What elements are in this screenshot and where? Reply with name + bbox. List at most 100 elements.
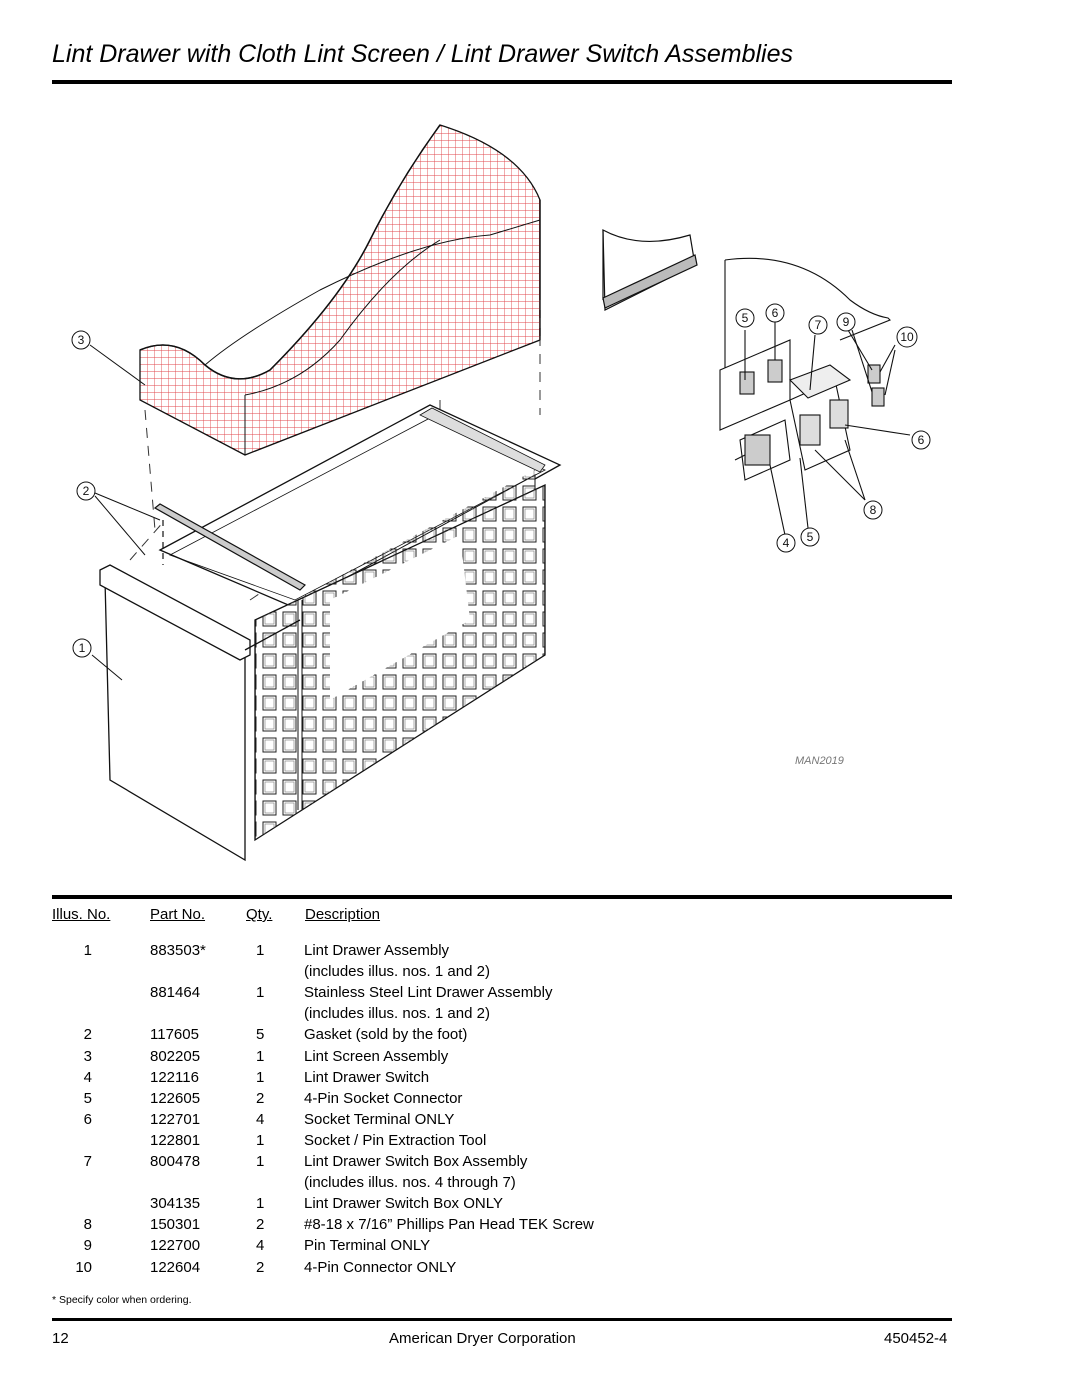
table-row: (includes illus. nos. 4 through 7) xyxy=(52,1174,952,1195)
cell-qty: 5 xyxy=(256,1026,265,1044)
callout-6b: 6 xyxy=(911,430,931,450)
svg-text:1: 1 xyxy=(79,641,86,655)
svg-text:5: 5 xyxy=(742,311,749,325)
cell-part: 150301 xyxy=(150,1216,201,1234)
cell-desc: 4-Pin Socket Connector xyxy=(304,1089,463,1107)
cell-desc: (includes illus. nos. 1 and 2) xyxy=(304,963,490,981)
cell-desc: Lint Screen Assembly xyxy=(304,1047,449,1065)
cell-desc: Socket Terminal ONLY xyxy=(304,1110,455,1128)
cell-part: 122701 xyxy=(150,1110,201,1128)
cell-illus: 4 xyxy=(83,1068,92,1086)
switch-box-assembly xyxy=(719,257,911,536)
table-row: 10 122604 2 4-Pin Connector ONLY xyxy=(52,1259,952,1280)
cell-illus: 2 xyxy=(83,1026,92,1044)
cell-desc: Pin Terminal ONLY xyxy=(304,1237,431,1255)
cell-qty: 1 xyxy=(256,1153,265,1170)
cell-qty: 1 xyxy=(256,984,265,1002)
callout-markers: 1 2 3 5 6 7 9 10 6 8 4 5 xyxy=(71,303,931,658)
drawing-id: MAN2019 xyxy=(795,755,844,767)
svg-text:2: 2 xyxy=(83,484,90,498)
svg-text:9: 9 xyxy=(843,315,850,329)
cell-desc: Lint Drawer Switch xyxy=(304,1068,430,1086)
cell-part: 122116 xyxy=(150,1068,199,1086)
cell-part: 881464 xyxy=(150,984,201,1002)
cell-part: 122604 xyxy=(150,1258,201,1276)
cell-qty: 2 xyxy=(256,1089,265,1107)
footnote: * Specify color when ordering. xyxy=(52,1294,192,1306)
cell-part: 122605 xyxy=(150,1089,201,1107)
svg-text:5: 5 xyxy=(807,530,814,544)
cell-desc: Socket / Pin Extraction Tool xyxy=(304,1131,487,1149)
callout-8: 8 xyxy=(863,500,883,520)
cell-part: 117605 xyxy=(150,1026,199,1044)
cell-qty: 1 xyxy=(256,1068,265,1086)
cell-part: 304135 xyxy=(150,1195,201,1213)
cell-desc: 4-Pin Connector ONLY xyxy=(304,1258,457,1276)
cell-desc: (includes illus. nos. 1 and 2) xyxy=(304,1005,490,1023)
cell-part: 122801 xyxy=(150,1131,201,1149)
cell-desc: Lint Drawer Switch Box Assembly xyxy=(304,1153,528,1170)
table-row: 1 883503* 1 Lint Drawer Assembly xyxy=(52,942,952,963)
table-row: (includes illus. nos. 1 and 2) xyxy=(52,963,952,984)
callout-7: 7 xyxy=(808,315,828,335)
svg-text:6: 6 xyxy=(772,306,779,320)
table-row: (includes illus. nos. 1 and 2) xyxy=(52,1005,952,1026)
cell-part: 802205 xyxy=(150,1047,201,1065)
callout-10: 10 xyxy=(896,326,918,348)
table-rule xyxy=(52,895,952,899)
header-desc: Description xyxy=(305,906,381,923)
table-row: 7 800478 1 Lint Drawer Switch Box Assembly xyxy=(52,1153,952,1174)
cell-qty: 1 xyxy=(256,1047,265,1065)
table-row: 3 802205 1 Lint Screen Assembly xyxy=(52,1048,952,1069)
cell-desc: Lint Drawer Assembly xyxy=(304,942,450,959)
table-row: 5 122605 2 4-Pin Socket Connector xyxy=(52,1090,952,1111)
cell-part: 122700 xyxy=(150,1237,201,1255)
callout-1: 1 xyxy=(72,638,92,658)
footer-rule xyxy=(52,1318,952,1321)
lint-drawer-body xyxy=(99,404,562,862)
cell-illus: 7 xyxy=(83,1153,92,1170)
cell-illus: 5 xyxy=(83,1089,92,1107)
table-row: 4 122116 1 Lint Drawer Switch xyxy=(52,1069,952,1090)
table-row: 9 122700 4 Pin Terminal ONLY xyxy=(52,1237,952,1258)
cell-illus: 1 xyxy=(83,942,92,959)
table-row: 6 122701 4 Socket Terminal ONLY xyxy=(52,1111,952,1132)
mounting-bracket xyxy=(602,228,698,311)
cell-illus: 6 xyxy=(83,1110,92,1128)
svg-text:8: 8 xyxy=(870,503,877,517)
cell-desc: #8-18 x 7/16” Phillips Pan Head TEK Scre… xyxy=(304,1216,594,1234)
cell-illus: 9 xyxy=(83,1237,92,1255)
cell-qty: 1 xyxy=(256,1195,265,1213)
svg-text:6: 6 xyxy=(918,433,925,447)
cell-illus: 10 xyxy=(75,1258,92,1276)
exploded-parts-diagram: 1 2 3 5 6 7 9 10 6 8 4 5 MAN2019 xyxy=(52,100,952,880)
cell-qty: 4 xyxy=(256,1237,265,1255)
callout-leaders xyxy=(89,344,161,681)
callout-6a: 6 xyxy=(765,303,785,323)
callout-9: 9 xyxy=(836,312,856,332)
header-qty: Qty. xyxy=(246,906,273,923)
cell-illus: 3 xyxy=(83,1047,92,1065)
cell-qty: 2 xyxy=(256,1258,265,1276)
title-rule xyxy=(52,80,952,84)
cell-part: 800478 xyxy=(150,1153,201,1170)
callout-5a: 5 xyxy=(735,308,755,328)
lint-screen xyxy=(139,124,541,456)
svg-text:7: 7 xyxy=(815,318,822,332)
cell-qty: 1 xyxy=(256,942,265,959)
header-part: Part No. xyxy=(150,906,206,923)
svg-text:3: 3 xyxy=(78,333,85,347)
svg-text:4: 4 xyxy=(783,536,790,550)
cell-part: 883503* xyxy=(150,942,206,959)
callout-5b: 5 xyxy=(800,527,820,547)
callout-2: 2 xyxy=(76,481,96,501)
page-title: Lint Drawer with Cloth Lint Screen / Lin… xyxy=(52,40,794,68)
svg-text:10: 10 xyxy=(900,330,914,344)
cell-desc: (includes illus. nos. 4 through 7) xyxy=(304,1174,516,1192)
cell-desc: Lint Drawer Switch Box ONLY xyxy=(304,1195,503,1213)
cell-qty: 4 xyxy=(256,1110,265,1128)
